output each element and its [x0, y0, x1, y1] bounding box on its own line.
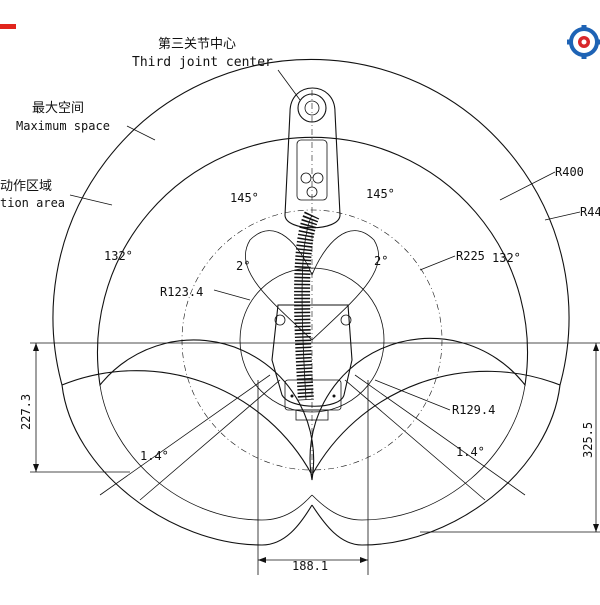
corner-red-mark	[0, 24, 16, 29]
max-space-label-en: Maximum space	[16, 119, 110, 133]
angle-145-left: 145°	[230, 191, 259, 205]
max-space-label-cn: 最大空间	[32, 101, 84, 116]
leader-max-space	[126, 125, 156, 141]
inner-loop-right	[311, 230, 379, 341]
r129-label: R129.4	[452, 403, 495, 417]
dim-188-label: 188.1	[292, 559, 328, 573]
r225-label: R225	[456, 249, 485, 263]
angle-132-left: 132°	[104, 249, 133, 263]
leader-third-joint	[277, 69, 301, 101]
r44-label: R44	[580, 205, 600, 219]
action-area-outline	[96, 136, 529, 481]
leader-r400	[499, 171, 556, 201]
cable-hose	[294, 211, 320, 401]
diagonal-left-outer	[99, 374, 271, 496]
diagonal-left	[139, 379, 281, 501]
third-joint-label-en: Third joint center	[132, 55, 273, 70]
r123-label: R123.4	[160, 285, 203, 299]
outer-right-lobe	[311, 384, 561, 546]
dim-325-label: 325.5	[581, 422, 595, 458]
r400-label: R400	[555, 165, 584, 179]
angle-2-left: 2°	[236, 259, 250, 273]
leader-r225	[419, 255, 456, 271]
dim-227-label: 227.3	[19, 394, 33, 430]
third-joint-label-cn: 第三关节中心	[158, 37, 236, 52]
angle-132-right: 132°	[492, 251, 521, 265]
leader-r123	[213, 289, 251, 301]
angle-14-left: 1.4°	[140, 449, 169, 463]
gear-robot-logo-icon	[567, 25, 600, 59]
angle-2-right: 2°	[374, 254, 388, 268]
action-area-label-en: tion area	[0, 196, 65, 210]
robot-arm	[271, 87, 353, 421]
diagonal-right	[344, 379, 486, 501]
angle-14-right: 1.4°	[456, 445, 485, 459]
diagonal-right-outer	[354, 374, 526, 496]
angle-145-right: 145°	[366, 187, 395, 201]
leader-r44	[544, 211, 581, 221]
action-area-label-cn: 动作区域	[0, 179, 52, 194]
maximum-space-outline	[52, 58, 570, 477]
leader-r129	[374, 379, 451, 411]
outer-left-lobe	[61, 384, 313, 546]
inner-left-lobe	[99, 384, 313, 521]
inner-right-lobe	[311, 384, 526, 521]
leader-action-area	[69, 194, 113, 206]
